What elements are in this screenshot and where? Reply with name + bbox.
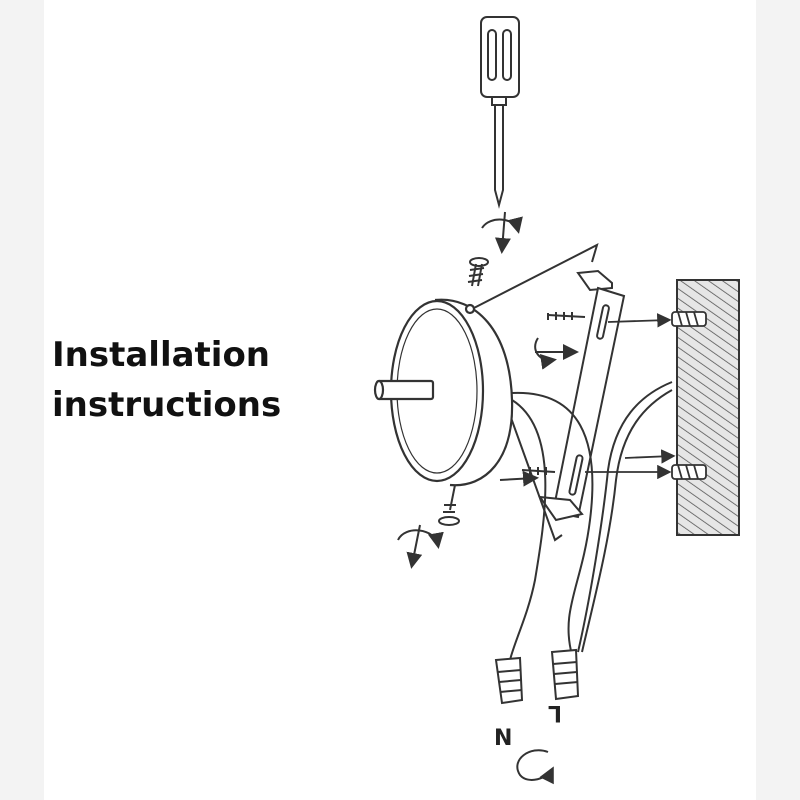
bracket-screw-top-icon [547,312,586,320]
rotate-arrow-bottom-icon [397,524,444,569]
push-arrow-icon [499,470,539,487]
wire-label-live: L [548,700,562,725]
title-line-1: Installation [52,335,271,375]
twist-arrow-icon [516,749,554,785]
wire-connector-live-icon [550,648,580,701]
wire-connector-neutral-icon [494,656,524,705]
rotate-arrow-mid-icon [534,337,579,370]
mounting-plate [469,243,599,542]
screwdriver-icon [480,16,520,209]
wall-anchor-bottom-icon [585,449,707,480]
wall-anchor-top-icon [607,311,707,328]
wire-label-neutral: N [494,726,512,751]
screw-bottom-icon [438,484,460,526]
lamp-canopy [373,298,514,487]
title-line-2: instructions [52,385,282,425]
page-title: Installation instructions [52,330,281,430]
wall-bracket [537,269,626,522]
screw-top-icon [467,257,489,287]
bracket-screw-bottom-icon [521,467,556,475]
power-wires [509,381,673,661]
rotate-arrow-icon [481,211,523,254]
